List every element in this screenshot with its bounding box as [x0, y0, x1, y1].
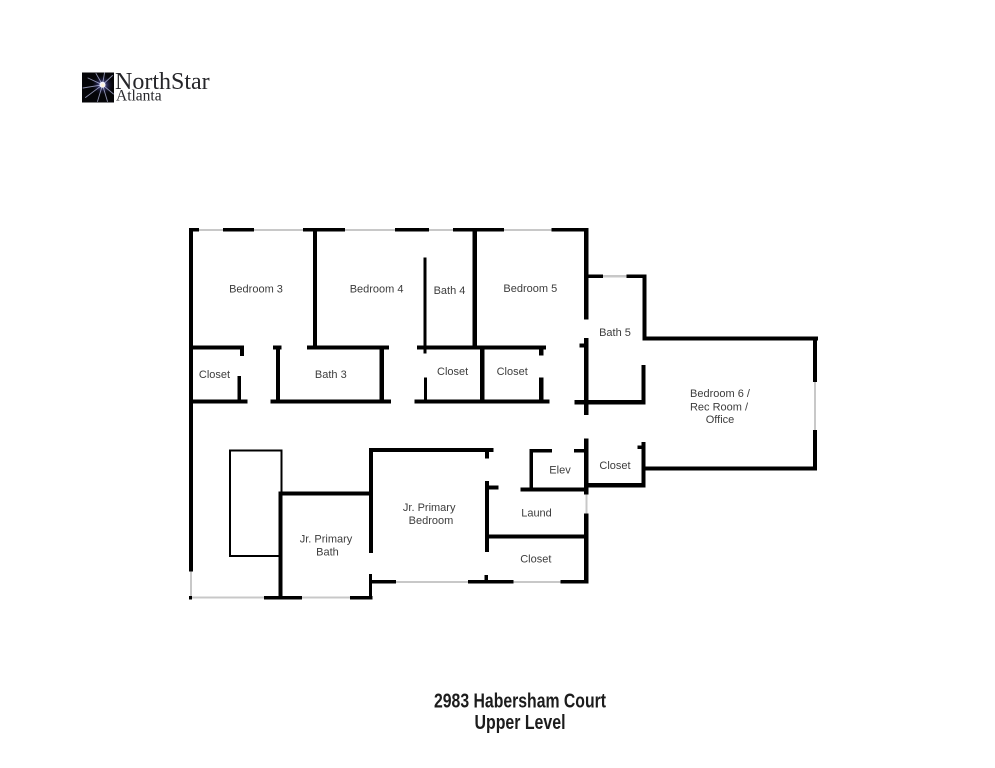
svg-text:Atlanta: Atlanta [116, 88, 162, 105]
svg-text:Closet: Closet [520, 553, 551, 565]
svg-text:Bath 4: Bath 4 [434, 285, 466, 297]
svg-text:Bath 3: Bath 3 [315, 369, 347, 381]
svg-text:Bedroom 6 /: Bedroom 6 / [690, 388, 751, 400]
svg-text:Closet: Closet [599, 460, 630, 472]
svg-text:Bedroom: Bedroom [409, 515, 454, 527]
svg-text:Rec Room /: Rec Room / [690, 401, 749, 413]
svg-text:NorthStar: NorthStar [115, 69, 210, 95]
svg-text:Closet: Closet [437, 366, 468, 378]
svg-text:Jr. Primary: Jr. Primary [300, 533, 353, 545]
svg-text:Upper Level: Upper Level [475, 712, 566, 734]
svg-text:Bedroom 4: Bedroom 4 [350, 283, 404, 295]
svg-text:Jr. Primary: Jr. Primary [403, 502, 456, 514]
svg-text:2983 Habersham Court: 2983 Habersham Court [434, 690, 606, 712]
svg-text:Closet: Closet [199, 369, 230, 381]
svg-text:Office: Office [706, 414, 735, 426]
svg-text:Laund: Laund [521, 508, 552, 520]
svg-text:Bedroom 3: Bedroom 3 [229, 283, 283, 295]
svg-text:Bath: Bath [316, 547, 339, 559]
svg-text:Bath 5: Bath 5 [599, 327, 631, 339]
svg-text:Bedroom 5: Bedroom 5 [503, 283, 557, 295]
svg-text:Closet: Closet [497, 366, 528, 378]
svg-text:Elev: Elev [549, 465, 571, 477]
